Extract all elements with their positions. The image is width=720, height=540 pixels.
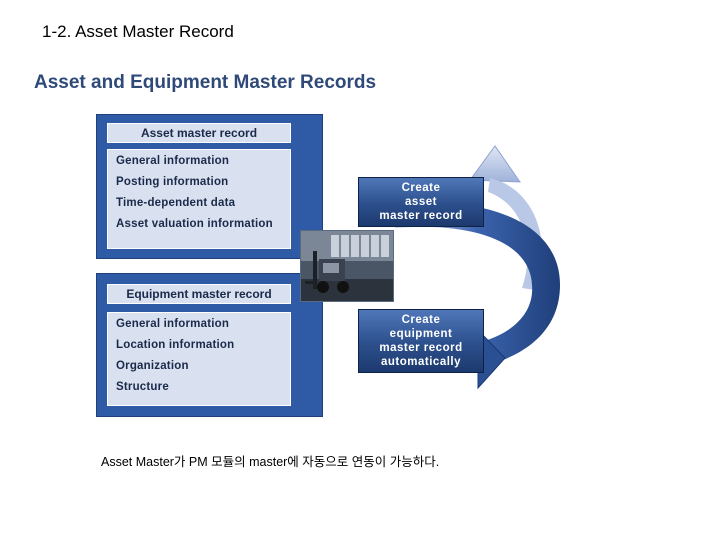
- create-asset-line-1: Create: [401, 182, 441, 194]
- create-asset-line-2: asset: [405, 196, 437, 208]
- asset-master-panel: Asset master record General information …: [96, 114, 323, 259]
- asset-master-header: Asset master record: [107, 123, 291, 143]
- equipment-item-general: General information: [116, 318, 230, 330]
- diagram-title: Asset and Equipment Master Records: [34, 72, 377, 93]
- asset-master-items: General information Posting information …: [107, 149, 291, 249]
- equipment-item-structure: Structure: [116, 381, 169, 393]
- create-equipment-line-3: master record: [379, 342, 463, 354]
- create-equipment-line-1: Create: [401, 314, 441, 326]
- equipment-item-location: Location information: [116, 339, 235, 351]
- create-equipment-line-2: equipment: [389, 328, 453, 340]
- asset-item-valuation: Asset valuation information: [116, 218, 273, 230]
- forklift-icon: [301, 231, 393, 301]
- back-band: [488, 178, 543, 290]
- asset-item-posting: Posting information: [116, 176, 229, 188]
- slide-title: 1-2. Asset Master Record: [42, 22, 234, 41]
- create-equipment-box: Create equipment master record automatic…: [358, 309, 484, 373]
- asset-item-general: General information: [116, 155, 230, 167]
- equipment-master-panel: Equipment master record General informat…: [96, 273, 323, 417]
- create-asset-line-3: master record: [379, 210, 463, 222]
- equipment-item-organization: Organization: [116, 360, 189, 372]
- asset-item-time-dependent: Time-dependent data: [116, 197, 236, 209]
- equipment-master-items: General information Location information…: [107, 312, 291, 406]
- caption: Asset Master가 PM 모듈의 master에 자동으로 연동이 가능…: [101, 455, 440, 469]
- forklift-photo: [300, 230, 394, 302]
- create-asset-box: Create asset master record: [358, 177, 484, 227]
- create-equipment-line-4: automatically: [381, 356, 461, 368]
- equipment-master-header: Equipment master record: [107, 284, 291, 304]
